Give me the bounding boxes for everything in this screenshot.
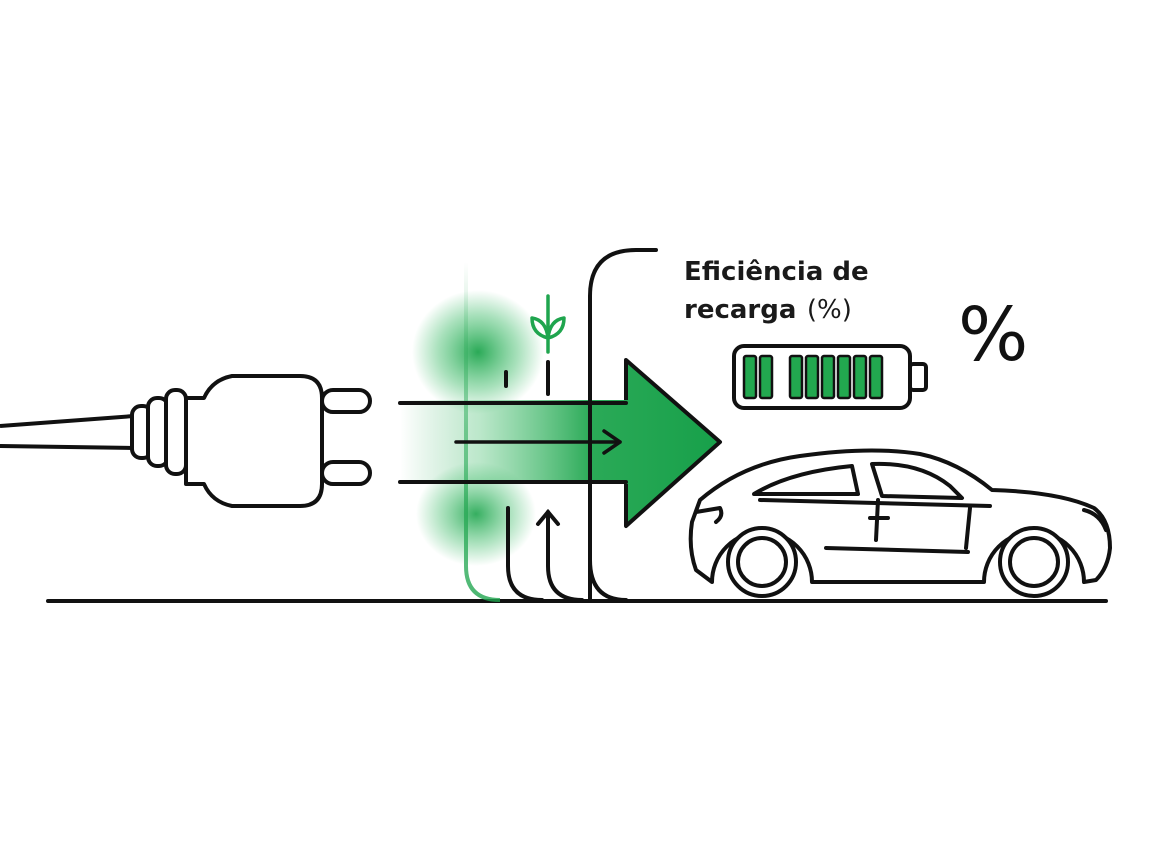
battery-segment bbox=[804, 354, 820, 400]
leaf-sprout-icon bbox=[530, 294, 566, 354]
efficiency-label-word: recarga bbox=[684, 295, 796, 325]
cable bbox=[0, 414, 135, 450]
plug-icon bbox=[130, 374, 372, 508]
battery-segments bbox=[742, 354, 884, 400]
battery-segment bbox=[868, 354, 884, 400]
efficiency-label-unit: (%) bbox=[807, 295, 852, 325]
energy-arrow-outline bbox=[624, 358, 722, 528]
battery-segment bbox=[742, 354, 758, 400]
battery-segment bbox=[852, 354, 868, 400]
car-icon bbox=[688, 448, 1112, 598]
energy-flow-lines bbox=[504, 248, 658, 602]
inner-arrow-icon bbox=[454, 429, 622, 455]
efficiency-label-line2: recarga (%) bbox=[684, 295, 852, 325]
battery-segment bbox=[820, 354, 836, 400]
battery-segment bbox=[836, 354, 852, 400]
efficiency-label-line1: Eficiência de bbox=[684, 257, 869, 287]
battery-icon bbox=[732, 344, 928, 410]
energy-glow-top bbox=[412, 290, 544, 414]
battery-segment bbox=[758, 354, 774, 400]
percent-symbol: % bbox=[958, 292, 1028, 378]
battery-segment bbox=[788, 354, 804, 400]
